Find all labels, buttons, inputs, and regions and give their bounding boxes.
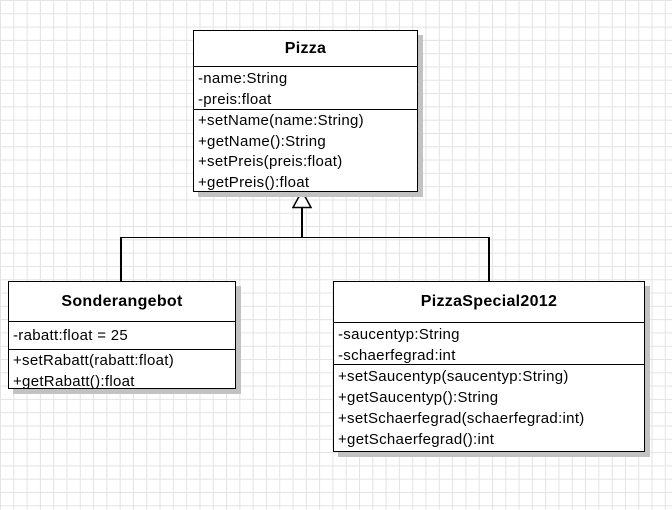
class-box-pizzaspecial2012[interactable]: PizzaSpecial2012 -saucentyp:String -scha… (333, 281, 645, 452)
class-attribute: -name:String (198, 70, 288, 87)
attributes-section: -rabatt:float = 25 (9, 321, 235, 349)
class-method: +setSaucentyp(saucentyp:String) (338, 368, 569, 385)
attributes-section: -name:String -preis:float (194, 66, 417, 109)
connector-right-drop-segment (488, 236, 490, 282)
class-method: +getSchaerfegrad():int (338, 431, 495, 448)
class-method: +setName(name:String) (198, 112, 364, 129)
class-attribute: -rabatt:float = 25 (13, 327, 129, 344)
methods-section: +setSaucentyp(saucentyp:String) +getSauc… (334, 364, 644, 451)
class-method: +setPreis(preis:float) (198, 153, 343, 170)
connector-stem-segment (301, 208, 303, 238)
class-name: PizzaSpecial2012 (420, 293, 558, 310)
connector-left-drop-segment (120, 236, 122, 282)
class-name: Sonderangebot (61, 292, 183, 310)
connector-horizontal-segment (120, 236, 489, 238)
class-attribute: -preis:float (198, 91, 272, 108)
class-attribute: -schaerfegrad:int (338, 347, 456, 364)
class-method: +getRabatt():float (13, 372, 135, 389)
class-method: +getSaucentyp():String (338, 389, 499, 406)
class-box-pizza[interactable]: Pizza -name:String -preis:float +setName… (193, 30, 418, 192)
class-method: +setRabatt(rabatt:float) (13, 352, 175, 369)
class-box-sonderangebot[interactable]: Sonderangebot -rabatt:float = 25 +setRab… (8, 281, 236, 389)
attributes-section: -saucentyp:String -schaerfegrad:int (334, 322, 644, 364)
class-method: +getPreis():float (198, 173, 310, 191)
class-method: +setSchaerfegrad(schaerfegrad:int) (338, 410, 585, 427)
methods-section: +setName(name:String) +getName():String … (194, 109, 417, 191)
class-method: +getName():String (198, 132, 327, 150)
inheritance-triangle-icon (292, 190, 312, 209)
methods-section: +setRabatt(rabatt:float) +getRabatt():fl… (9, 349, 235, 388)
class-name: Pizza (284, 39, 327, 57)
class-attribute: -saucentyp:String (338, 326, 460, 343)
